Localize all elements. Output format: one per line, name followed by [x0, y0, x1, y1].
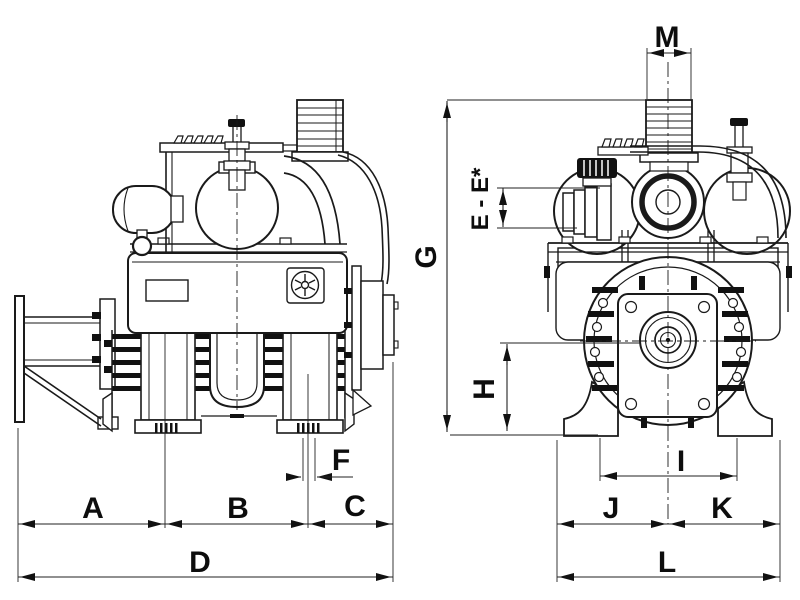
dim-label-i: I	[677, 445, 685, 478]
exhaust-stack	[291, 99, 349, 162]
top-assembly	[112, 99, 390, 285]
dim-label-l: L	[658, 546, 676, 579]
shaft-flange	[14, 295, 119, 430]
dim-label-m: M	[655, 21, 680, 54]
dimension-layer	[17, 48, 781, 582]
dim-label-k: K	[711, 492, 733, 525]
centerlines	[236, 62, 756, 524]
stud-bolts	[586, 276, 750, 428]
dim-label-h: H	[468, 378, 501, 400]
gearbox	[344, 265, 399, 417]
nameplate	[145, 279, 189, 302]
dim-label-c: C	[344, 490, 366, 523]
pump-casing	[127, 237, 348, 334]
extension-lines	[17, 48, 781, 582]
front-view-drawing	[14, 99, 399, 434]
dim-label-g: G	[410, 245, 443, 268]
dim-label-b: B	[227, 492, 249, 525]
top-port	[597, 99, 699, 172]
dim-label-e: E - E*	[467, 167, 494, 230]
side-tank	[112, 185, 176, 234]
dim-label-j: J	[603, 492, 620, 525]
pump-legs	[102, 329, 355, 434]
dim-label-d: D	[189, 546, 211, 579]
dimension-labels: A B C D F M I J K L G H E - E*	[82, 21, 733, 579]
lifting-eyebolt	[131, 235, 153, 257]
hose-right	[630, 145, 787, 239]
dim-label-f: F	[332, 444, 350, 477]
elbow-pipe	[283, 155, 341, 245]
dim-label-a: A	[82, 492, 104, 525]
oil-filler-cap	[577, 158, 617, 187]
suction-nozzle	[562, 183, 612, 241]
hose	[342, 151, 390, 285]
fan-emblem	[290, 270, 320, 300]
